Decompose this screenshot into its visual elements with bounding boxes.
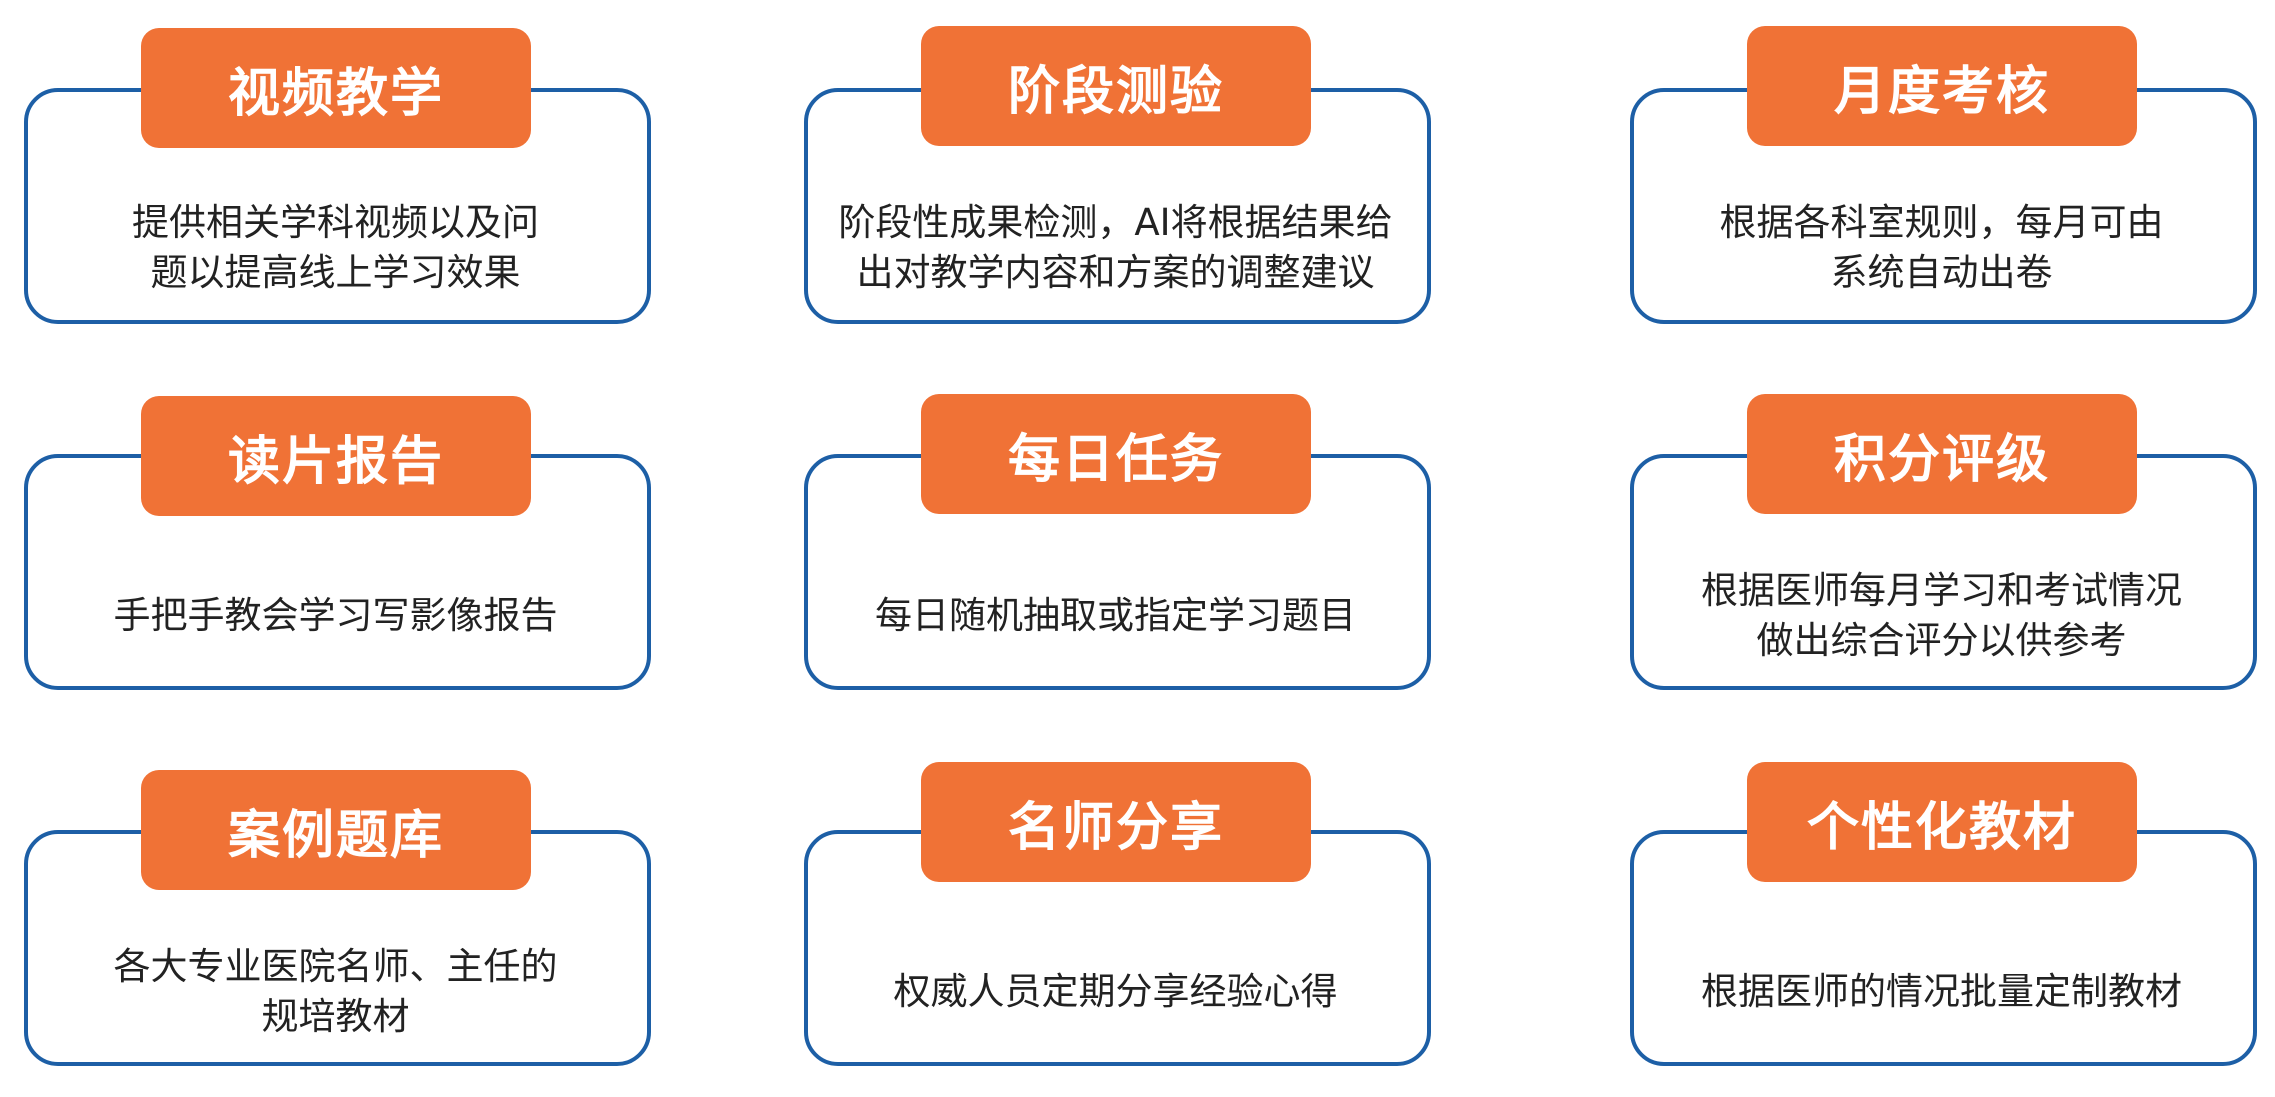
card-description: 各大专业医院名师、主任的 规培教材 (113, 945, 558, 1038)
card-description: 每日随机抽取或指定学习题目 (875, 594, 1356, 637)
card-title: 阶段测验 (921, 26, 1311, 146)
card-description: 根据各科室规则，每月可由 系统自动出卷 (1719, 201, 2164, 294)
card-title: 视频教学 (141, 28, 531, 148)
card-title: 案例题库 (141, 770, 531, 890)
card-title: 积分评级 (1747, 394, 2137, 514)
card-description: 根据医师每月学习和考试情况 做出综合评分以供参考 (1701, 569, 2182, 662)
card-description: 阶段性成果检测，AI将根据结果给 出对教学内容和方案的调整建议 (838, 201, 1393, 294)
card-title: 个性化教材 (1747, 762, 2137, 882)
card-title: 名师分享 (921, 762, 1311, 882)
card-description: 根据医师的情况批量定制教材 (1701, 970, 2182, 1013)
card-description: 权威人员定期分享经验心得 (893, 970, 1338, 1013)
card-title: 读片报告 (141, 396, 531, 516)
card-description: 手把手教会学习写影像报告 (113, 594, 558, 637)
card-title: 月度考核 (1747, 26, 2137, 146)
card-description: 提供相关学科视频以及问 题以提高线上学习效果 (132, 201, 539, 294)
card-title: 每日任务 (921, 394, 1311, 514)
